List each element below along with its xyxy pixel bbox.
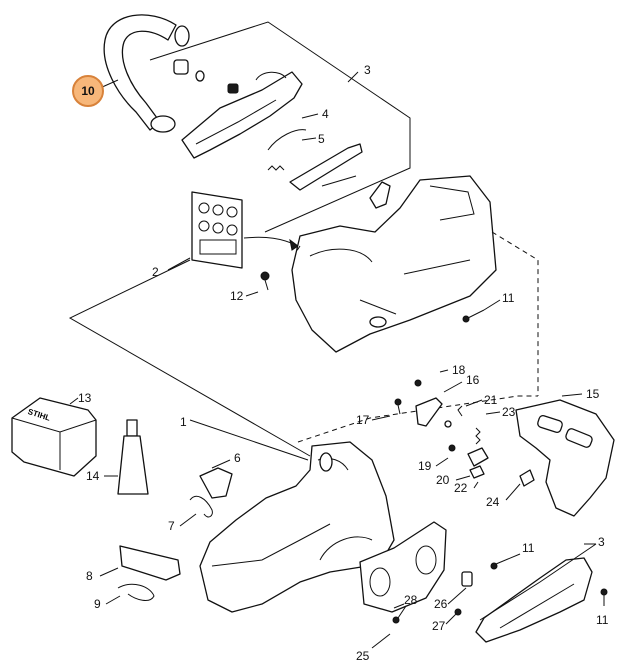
callout-label-3-bottom[interactable]: 3 [598,535,605,549]
bushing-part[interactable] [173,59,239,94]
spring-part[interactable] [267,165,357,187]
housing-upper-part[interactable] [291,175,497,353]
leader-lines [69,71,596,649]
screw-12-part[interactable] [260,271,270,291]
callout-label-22[interactable]: 22 [454,481,468,495]
assembly-link-dashed [295,245,301,253]
part-6[interactable] [199,467,233,499]
callout-label-7[interactable]: 7 [168,519,175,533]
screw-28-part[interactable] [392,605,407,624]
callout-label-23[interactable]: 23 [502,405,516,419]
trigger-lever-part[interactable] [267,129,363,191]
rear-handle-top-part[interactable] [181,71,303,159]
callout-highlight-circle [72,75,104,107]
callout-label-11-top[interactable]: 11 [502,291,515,305]
screw-11-top-part[interactable] [462,309,485,323]
callout-label-28[interactable]: 28 [404,593,418,607]
part-8[interactable] [119,545,181,581]
callout-label-25[interactable]: 25 [356,649,370,663]
interlock-lever-part[interactable] [369,181,391,209]
part-9[interactable] [117,583,155,601]
callout-label-8[interactable]: 8 [86,569,93,583]
callout-label-17[interactable]: 17 [356,413,370,427]
callout-label-1[interactable]: 1 [180,415,187,429]
callout-label-26[interactable]: 26 [434,597,448,611]
screw-11-low-part[interactable] [600,588,608,606]
grease-tube-part[interactable] [117,419,149,495]
callout-label-12[interactable]: 12 [230,289,244,303]
callout-label-18[interactable]: 18 [452,363,466,377]
rear-handle-bottom-part[interactable] [475,557,593,643]
housing-lower-part[interactable] [199,441,395,613]
callout-label-9[interactable]: 9 [94,597,101,611]
screw-27-part[interactable] [454,608,462,616]
group-outline-middle [68,259,311,457]
callout-label-14[interactable]: 14 [86,469,100,483]
callout-label-2[interactable]: 2 [152,265,159,279]
callout-label-6[interactable]: 6 [234,451,241,465]
filter-cover-part[interactable]: STIHL [11,397,97,477]
chain-cover-part[interactable] [359,521,447,613]
screw-26-part[interactable] [461,571,473,587]
callout-label-5[interactable]: 5 [318,132,325,146]
handle-bar-part[interactable] [103,14,190,133]
screw-11-mid-part[interactable] [490,553,521,570]
callout-10[interactable]: 10 [72,75,104,107]
callout-label-16[interactable]: 16 [466,373,480,387]
callout-label-13[interactable]: 13 [78,391,92,405]
callout-label-27[interactable]: 27 [432,619,446,633]
callout-label-19[interactable]: 19 [418,459,432,473]
warning-label-part[interactable] [191,191,243,269]
assembly-link-dashed-mid [297,395,538,443]
callout-label-10: 10 [81,84,95,98]
callout-label-15[interactable]: 15 [586,387,600,401]
callout-label-11-low[interactable]: 11 [596,613,609,627]
assembly-link-dashed-right [491,231,539,396]
callout-label-3-top[interactable]: 3 [364,63,371,77]
brake-small-parts[interactable] [394,379,535,487]
group-outline-bottom [479,543,597,621]
hand-guard-part[interactable] [515,399,615,517]
callout-label-4[interactable]: 4 [322,107,329,121]
callout-label-20[interactable]: 20 [436,473,450,487]
group-outline-top [149,21,411,233]
callout-label-24[interactable]: 24 [486,495,500,509]
part-7[interactable] [189,495,213,518]
callout-label-21[interactable]: 21 [484,393,498,407]
callout-label-11-mid[interactable]: 11 [522,541,535,555]
